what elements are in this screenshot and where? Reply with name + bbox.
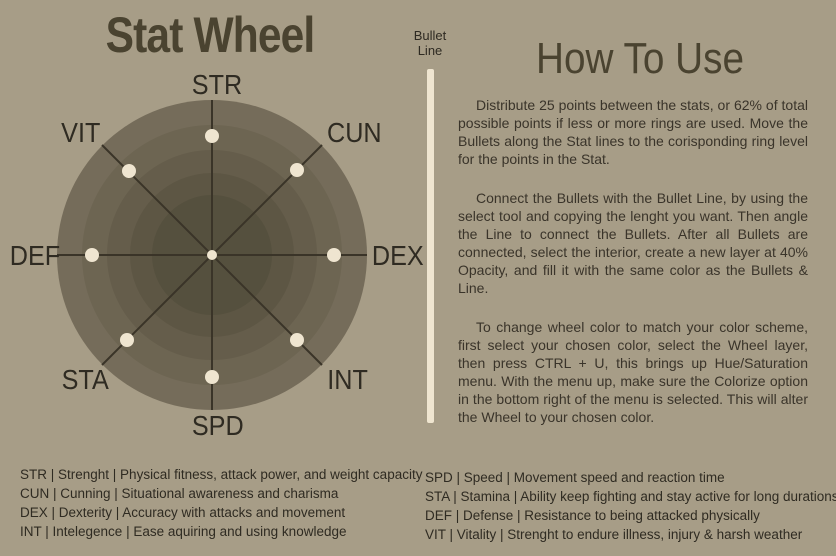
bullet-line[interactable] (427, 69, 434, 423)
stat-label-str: STR (191, 69, 243, 100)
legend-item: STR | Strenght | Physical fitness, attac… (20, 467, 423, 482)
stat-wheel (57, 100, 367, 410)
legend-item: STA | Stamina | Ability keep fighting an… (425, 489, 836, 504)
bullet-int[interactable] (290, 333, 304, 347)
legend-item: CUN | Cunning | Situational awareness an… (20, 486, 339, 501)
stat-label-dex: DEX (371, 240, 424, 271)
bullet-line-label: Bullet Line (405, 28, 455, 58)
page-title: Stat Wheel (105, 7, 316, 63)
legend-item: DEX | Dexterity | Accuracy with attacks … (20, 505, 346, 520)
bullet-spd[interactable] (205, 370, 219, 384)
how-to-use-title: How To Use (535, 34, 745, 83)
legend-right: SPD | Speed | Movement speed and reactio… (425, 468, 836, 544)
instructions: Distribute 25 points between the stats, … (458, 96, 808, 447)
bullet-vit[interactable] (122, 164, 136, 178)
bullet-sta[interactable] (120, 333, 134, 347)
stat-label-vit: VIT (61, 117, 101, 148)
stat-label-spd: SPD (191, 410, 244, 441)
instruction-paragraph: Distribute 25 points between the stats, … (458, 97, 808, 167)
center-bullet[interactable] (207, 250, 217, 260)
bullet-def[interactable] (85, 248, 99, 262)
bullet-line-label-1: Bullet (413, 28, 447, 43)
bullet-dex[interactable] (327, 248, 341, 262)
stat-label-sta: STA (61, 364, 109, 395)
instruction-paragraph: Connect the Bullets with the Bullet Line… (458, 190, 808, 296)
bullet-str[interactable] (205, 129, 219, 143)
legend-left: STR | Strenght | Physical fitness, attac… (20, 465, 422, 541)
legend-item: DEF | Defense | Resistance to being atta… (425, 508, 760, 523)
stat-label-int: INT (327, 364, 368, 395)
instruction-paragraph: To change wheel color to match your colo… (458, 319, 808, 425)
legend-item: INT | Intelegence | Ease aquiring and us… (20, 524, 347, 539)
bullet-cun[interactable] (290, 163, 304, 177)
stat-label-def: DEF (9, 240, 61, 271)
legend-item: SPD | Speed | Movement speed and reactio… (425, 470, 725, 485)
bullet-line-label-2: Line (417, 43, 443, 58)
stat-label-cun: CUN (327, 117, 382, 148)
legend-item: VIT | Vitality | Strenght to endure illn… (425, 527, 803, 542)
